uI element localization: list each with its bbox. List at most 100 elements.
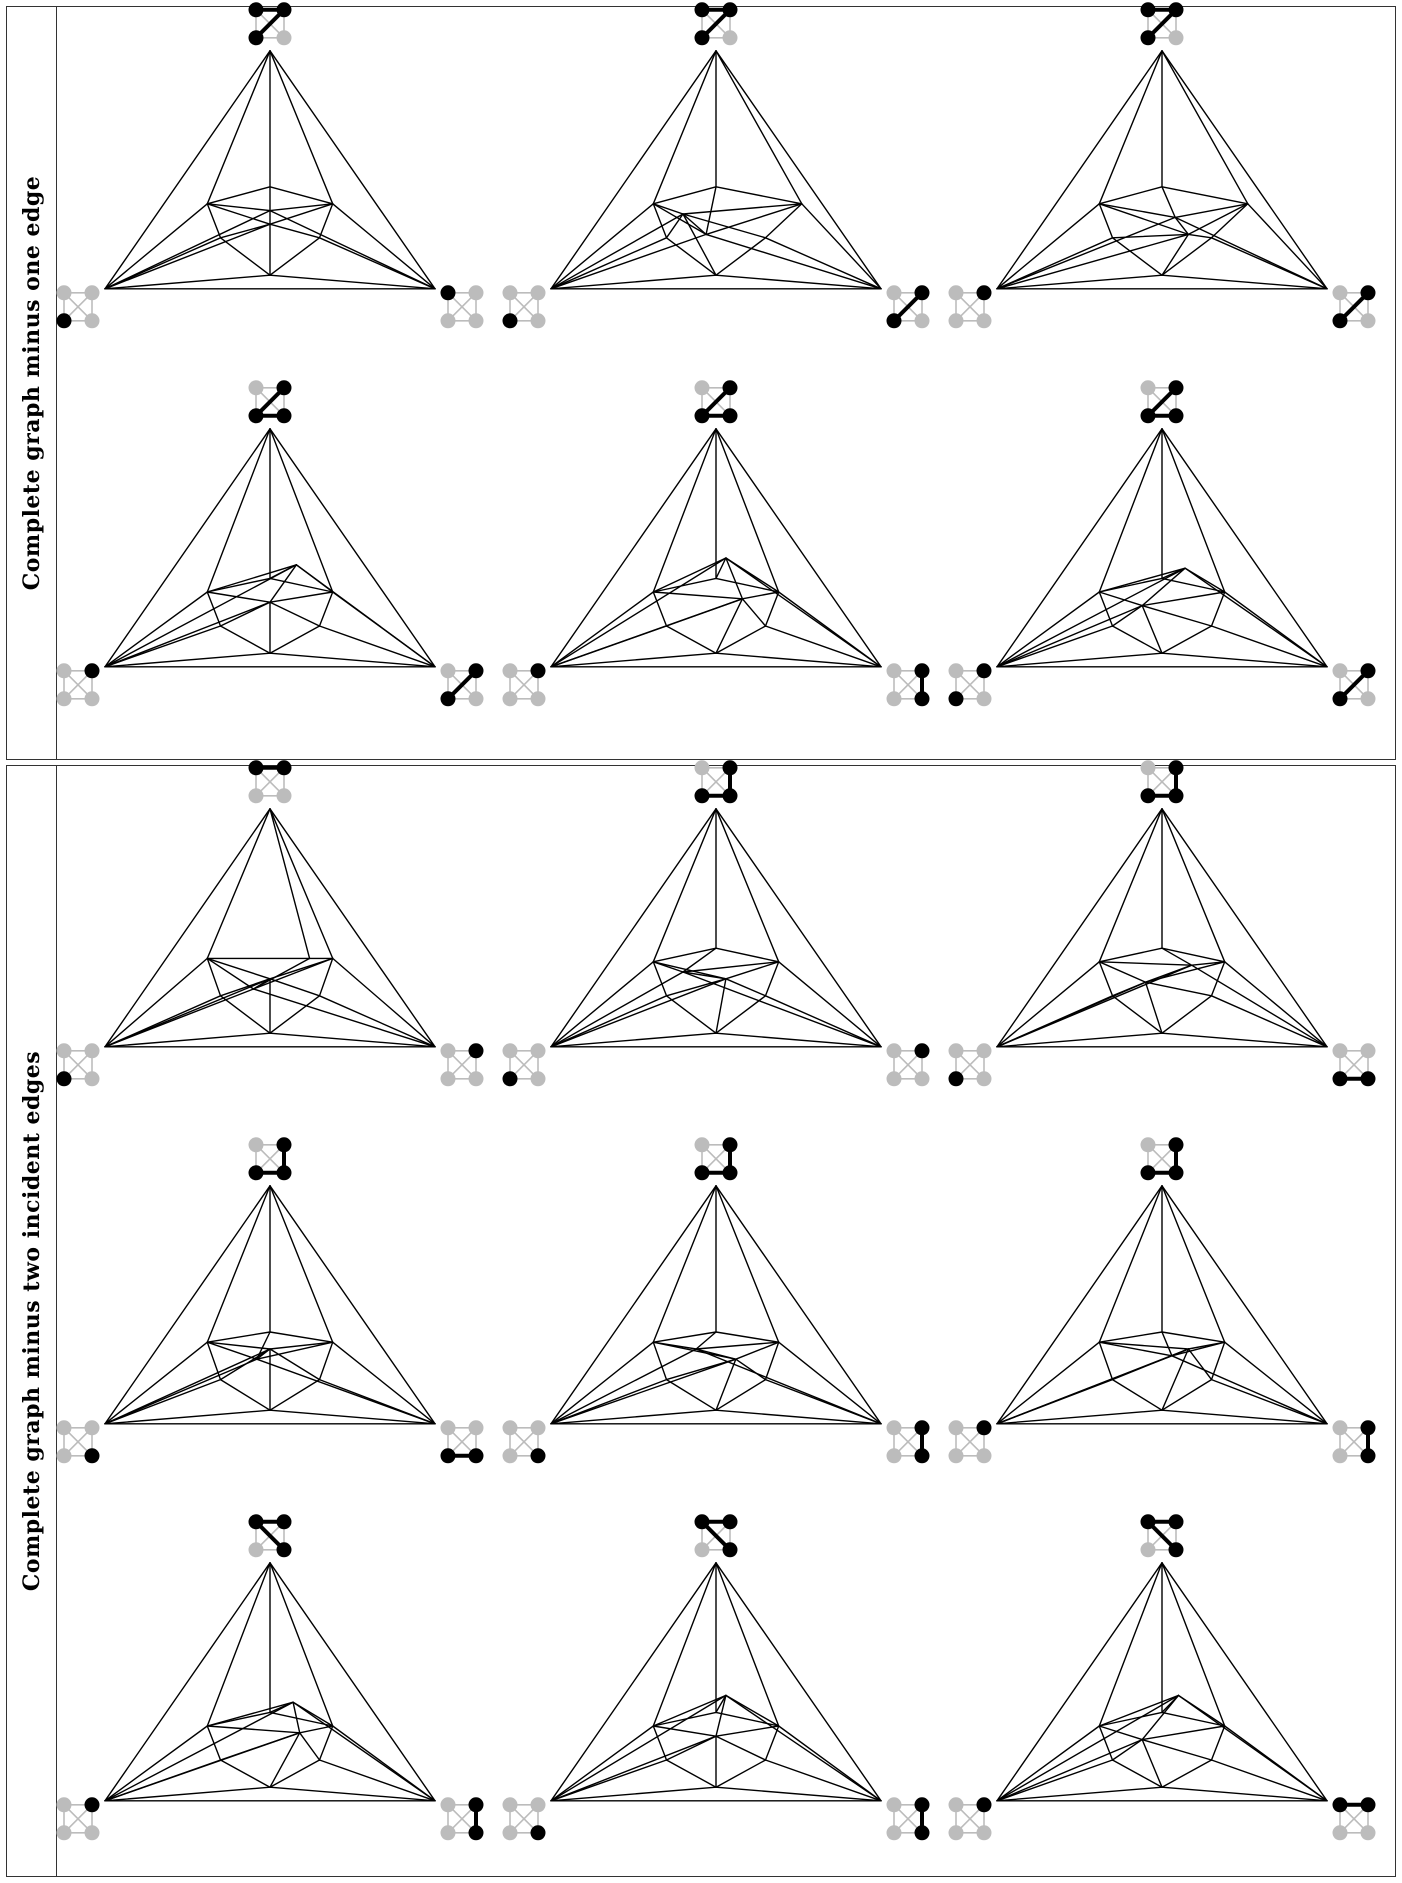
triangle-diagram [948,760,1376,1087]
diagram-edge [550,1341,654,1425]
diagram-edge [256,1331,271,1360]
icon-node-black [914,1420,930,1436]
diagram-edge [715,1735,767,1761]
diagram-edge [1111,1378,1163,1411]
diagram-edge [1098,428,1163,593]
diagram-edge [104,591,209,668]
diagram-edge [725,1694,780,1727]
diagram-edge [725,557,882,668]
diagram-edge [206,428,271,593]
diagram-edge [695,1348,882,1425]
diagram-edge [1098,203,1190,236]
diagram-edge [219,1348,271,1381]
icon-node-faded [56,1797,72,1813]
k4-icon [948,285,992,329]
diagram-edge [252,957,334,990]
diagram-edge [269,1409,436,1425]
diagram-edge [1210,995,1328,1048]
diagram-edge [1098,961,1193,966]
icon-node-black [248,2,264,18]
diagram-edge [269,1185,334,1343]
diagram-edge [550,1409,717,1425]
diagram-edge [652,1341,737,1360]
diagram-edge [269,808,334,960]
diagram-edge [1111,1759,1163,1788]
diagram-edge [550,1786,717,1802]
diagram-edge [652,50,717,205]
diagram-edge [1161,274,1328,290]
icon-node-faded [502,1043,518,1059]
diagram-edge [652,203,668,239]
diagram-edge [695,1331,717,1350]
diagram-edge [1098,1185,1163,1343]
diagram-edge [1111,237,1163,276]
diagram-edge [665,978,727,997]
k4-icon [248,1514,292,1558]
diagram-edge [764,1341,780,1381]
diagram-edge [1210,961,1226,997]
icon-node-faded [976,1043,992,1059]
diagram-edge [550,557,727,668]
diagram-edge [1144,981,1163,1034]
diagram-edge [1210,1378,1328,1425]
k4-icon [502,285,546,329]
diagram-edge [652,1711,717,1727]
diagram-edge [1161,1331,1173,1357]
diagram-edge [206,203,222,239]
diagram-edge [682,947,717,973]
diagram-edge [695,1341,780,1350]
diagram-edge [652,1562,717,1727]
diagram-edge [996,1562,1163,1802]
diagram-edge [652,947,717,963]
diagram-edge [996,625,1114,668]
diagram-edge [219,1732,301,1761]
diagram-edge [206,1341,222,1381]
diagram-edge [764,1725,780,1761]
diagram-edge [705,186,717,236]
diagram-edge [652,428,717,593]
icon-node-faded [440,663,456,679]
diagram-edge [1111,233,1190,239]
diagram-edge [1161,1409,1328,1425]
icon-node-faded [276,788,292,804]
icon-node-black [468,1825,484,1841]
icon-node-faded [886,691,902,707]
k4-icon [56,285,100,329]
icon-node-black [914,1043,930,1059]
diagram-edge [206,564,298,593]
diagram-edge [715,947,780,963]
diagram-edge [104,428,271,668]
k4-icon [948,1043,992,1087]
diagram-edge [1161,186,1249,205]
diagram-edge [269,652,436,668]
diagram-edge [715,1032,882,1048]
diagram-edge [104,209,271,290]
diagram-edge [1144,964,1193,983]
diagram-edge [1190,964,1328,1048]
icon-node-faded [1140,380,1156,396]
diagram-edge [104,1409,271,1425]
icon-node-black [1140,1514,1156,1530]
icon-node-black [1332,1071,1348,1087]
diagram-edge [269,1378,321,1411]
icon-node-faded [502,663,518,679]
diagram-edge [1161,1032,1328,1048]
diagram-edge [269,601,321,627]
diagram-edge [715,1331,780,1343]
diagram-edge [682,213,717,276]
diagram-edge [715,428,882,668]
icon-node-faded [694,760,710,776]
diagram-edge [104,1185,271,1425]
icon-node-black [722,1137,738,1153]
icon-node-black [468,1043,484,1059]
icon-node-faded [84,313,100,329]
k4-icon [502,1043,546,1087]
diagram-edge [206,591,271,603]
icon-node-faded [440,1797,456,1813]
icon-node-black [1360,1448,1376,1464]
diagram-edge [1177,1694,1226,1727]
diagram-edge [715,1725,780,1737]
diagram-edge [665,995,717,1034]
triangle-diagram [56,760,484,1087]
k4-icon [440,285,484,329]
